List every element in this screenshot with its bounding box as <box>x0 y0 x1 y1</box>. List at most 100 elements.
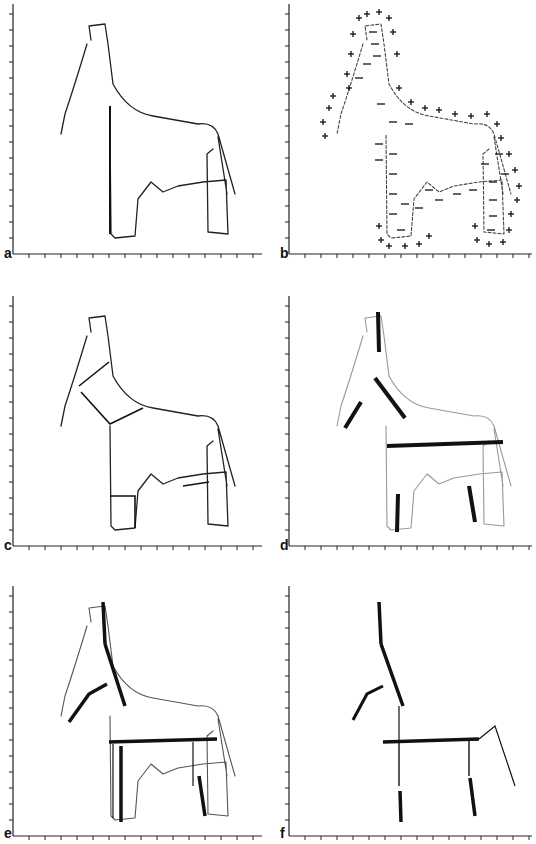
axis-stroke <box>481 163 489 164</box>
axis-stroke <box>9 94 13 95</box>
axis-stroke <box>497 254 498 258</box>
axis-stroke <box>285 450 289 451</box>
axis-stroke <box>385 546 386 550</box>
axis-stroke <box>29 254 30 258</box>
axis-stroke <box>401 546 402 550</box>
axis-stroke <box>285 386 289 387</box>
axis-stroke <box>285 692 289 693</box>
axis-stroke <box>13 253 262 254</box>
axis-stroke <box>481 546 482 550</box>
axis-stroke <box>353 836 354 840</box>
axis-stroke <box>109 546 110 550</box>
axis-stroke <box>285 596 289 597</box>
axis-stroke <box>500 135 501 141</box>
axis-stroke <box>173 546 174 550</box>
axis-stroke <box>9 740 13 741</box>
axis-stroke <box>529 254 530 258</box>
curvature-outline <box>320 9 522 249</box>
axis-stroke <box>353 254 354 258</box>
axis-stroke <box>9 418 13 419</box>
axis-stroke <box>9 724 13 725</box>
axis-stroke <box>285 772 289 773</box>
axis-stroke <box>189 254 190 258</box>
axis-stroke <box>453 193 461 194</box>
axis-stroke <box>496 121 497 127</box>
axis-stroke <box>417 254 418 258</box>
axis-stroke <box>513 546 514 550</box>
axis-stroke <box>9 174 13 175</box>
axis-stroke <box>9 628 13 629</box>
axis-stroke <box>93 254 94 258</box>
axis-stroke <box>9 110 13 111</box>
axis-stroke <box>77 254 78 258</box>
axis-stroke <box>350 51 351 57</box>
axis-stroke <box>173 836 174 840</box>
axis-stroke <box>404 243 405 249</box>
segmented-outline <box>61 316 235 530</box>
axis-stroke <box>285 94 289 95</box>
axis-stroke <box>495 153 503 154</box>
axis-stroke <box>321 836 322 840</box>
axis-stroke <box>9 14 13 15</box>
axis-stroke <box>289 253 532 254</box>
axis-stroke <box>346 71 347 77</box>
axis-stroke <box>328 105 329 111</box>
axis-stroke <box>9 466 13 467</box>
axis-stroke <box>205 836 206 840</box>
axis-stroke <box>378 9 379 15</box>
axis-stroke <box>497 836 498 840</box>
axis-stroke <box>9 676 13 677</box>
panel-letter: a <box>4 246 12 260</box>
axis-stroke <box>285 434 289 435</box>
axis-stroke <box>363 63 371 64</box>
axis-stroke <box>205 254 206 258</box>
axis-stroke <box>369 31 377 32</box>
axis-stroke <box>433 546 434 550</box>
axis-stroke <box>9 206 13 207</box>
axis-stroke <box>454 111 455 117</box>
axis-stroke <box>433 254 434 258</box>
axis-stroke <box>285 338 289 339</box>
axis-stroke <box>285 370 289 371</box>
axis-stroke <box>321 254 322 258</box>
axis-stroke <box>9 692 13 693</box>
axis-stroke <box>514 167 515 173</box>
axis-stroke <box>285 482 289 483</box>
axis-stroke <box>337 836 338 840</box>
axis-stroke <box>61 254 62 258</box>
axis-stroke <box>77 836 78 840</box>
axis-stroke <box>288 4 289 254</box>
axis-stroke <box>285 804 289 805</box>
axis-stroke <box>375 159 383 160</box>
axis-stroke <box>9 338 13 339</box>
axis-stroke <box>285 174 289 175</box>
axis-stroke <box>489 181 497 182</box>
axis-stroke <box>9 402 13 403</box>
axis-stroke <box>285 660 289 661</box>
axis-stroke <box>285 158 289 159</box>
horse-outline <box>61 24 235 238</box>
axis-stroke <box>189 836 190 840</box>
axis-stroke <box>285 756 289 757</box>
axis-stroke <box>285 498 289 499</box>
axis-stroke <box>285 14 289 15</box>
axis-stroke <box>9 804 13 805</box>
axis-stroke <box>285 222 289 223</box>
axis-stroke <box>398 85 399 91</box>
axis-stroke <box>518 183 519 189</box>
axis-stroke <box>285 110 289 111</box>
axis-stroke <box>285 724 289 725</box>
axis-stroke <box>141 546 142 550</box>
axis-stroke <box>380 237 381 243</box>
axis-stroke <box>305 546 306 550</box>
axis-stroke <box>109 836 110 840</box>
axis-stroke <box>253 254 254 258</box>
axis-stroke <box>285 46 289 47</box>
axis-stroke <box>13 835 262 836</box>
axis-stroke <box>221 836 222 840</box>
axis-stroke <box>389 153 397 154</box>
axis-stroke <box>285 206 289 207</box>
axis-stroke <box>369 836 370 840</box>
axis-stroke <box>410 99 411 105</box>
axis-stroke <box>285 466 289 467</box>
